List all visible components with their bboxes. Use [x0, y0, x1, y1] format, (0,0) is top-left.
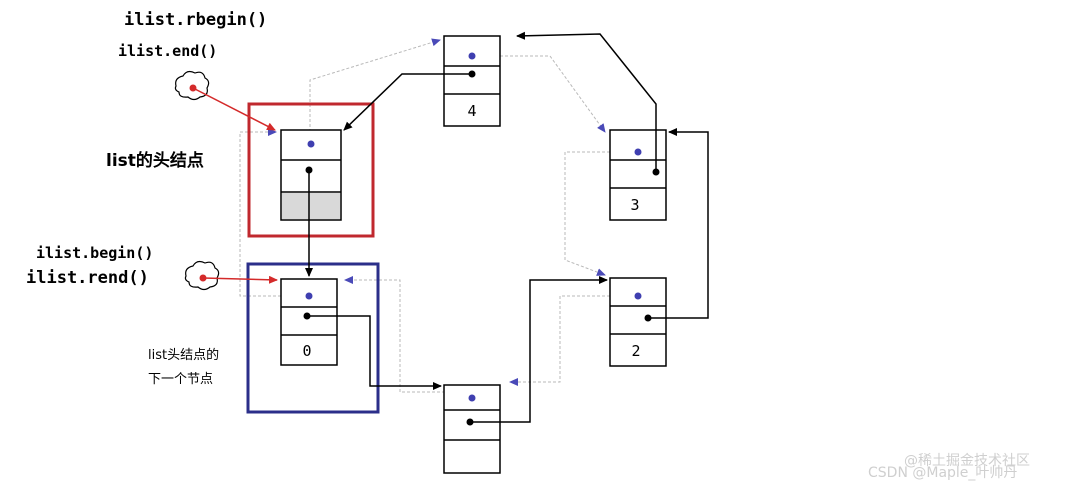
next-link-0-to-1 — [307, 315, 442, 390]
node-3: 3 — [609, 129, 667, 221]
watermark-line1: @稀土掘金技术社区 — [904, 453, 1030, 469]
next-links — [305, 31, 709, 423]
next-link-4-to-head — [343, 73, 472, 131]
node-3-value: 3 — [630, 196, 639, 214]
next-link-2-to-3 — [648, 128, 709, 319]
node-0-value: 0 — [302, 342, 311, 360]
head-node-label: list的头结点 — [106, 151, 204, 171]
next-node-label-line1: list头结点的 — [148, 348, 220, 363]
prev-link-2-to-1 — [509, 295, 635, 386]
prev-link-3-to-2 — [564, 151, 635, 276]
prev-pointer-dot — [305, 292, 313, 300]
next-link-1-to-2 — [470, 276, 608, 423]
head-node-empty-value — [282, 193, 340, 219]
end-label: ilist.end() — [118, 42, 218, 60]
next-node-highlight-box — [246, 262, 380, 414]
watermark-line2: CSDN @Maple_叶帅丹 — [868, 465, 1018, 481]
prev-pointer-dot — [468, 394, 476, 402]
head-node — [280, 129, 342, 221]
node-1 — [443, 384, 501, 474]
prev-pointer-dot — [307, 140, 315, 148]
node-4-value: 4 — [467, 102, 476, 120]
prev-pointer-dot — [634, 148, 642, 156]
node-4: 4 — [443, 35, 501, 127]
node-2: 2 — [609, 277, 667, 367]
prev-link-0-to-head — [239, 128, 306, 297]
iterator-begin-marker — [184, 260, 278, 291]
iterator-end-marker — [174, 70, 276, 131]
begin-label: ilist.begin() — [36, 244, 154, 262]
prev-link-1-to-0 — [344, 276, 470, 393]
next-node-label-line2: 下一个节点 — [148, 372, 214, 387]
prev-link-head-to-4 — [309, 38, 441, 142]
head-node-highlight-box — [247, 102, 375, 238]
node-0: 0 — [280, 278, 338, 366]
rbegin-label: ilist.rbegin() — [124, 10, 268, 30]
prev-pointer-dot — [468, 52, 476, 60]
prev-pointer-dot — [634, 292, 642, 300]
rend-label: ilist.rend() — [26, 268, 149, 288]
next-link-3-to-4 — [516, 31, 657, 172]
node-2-value: 2 — [631, 342, 640, 360]
